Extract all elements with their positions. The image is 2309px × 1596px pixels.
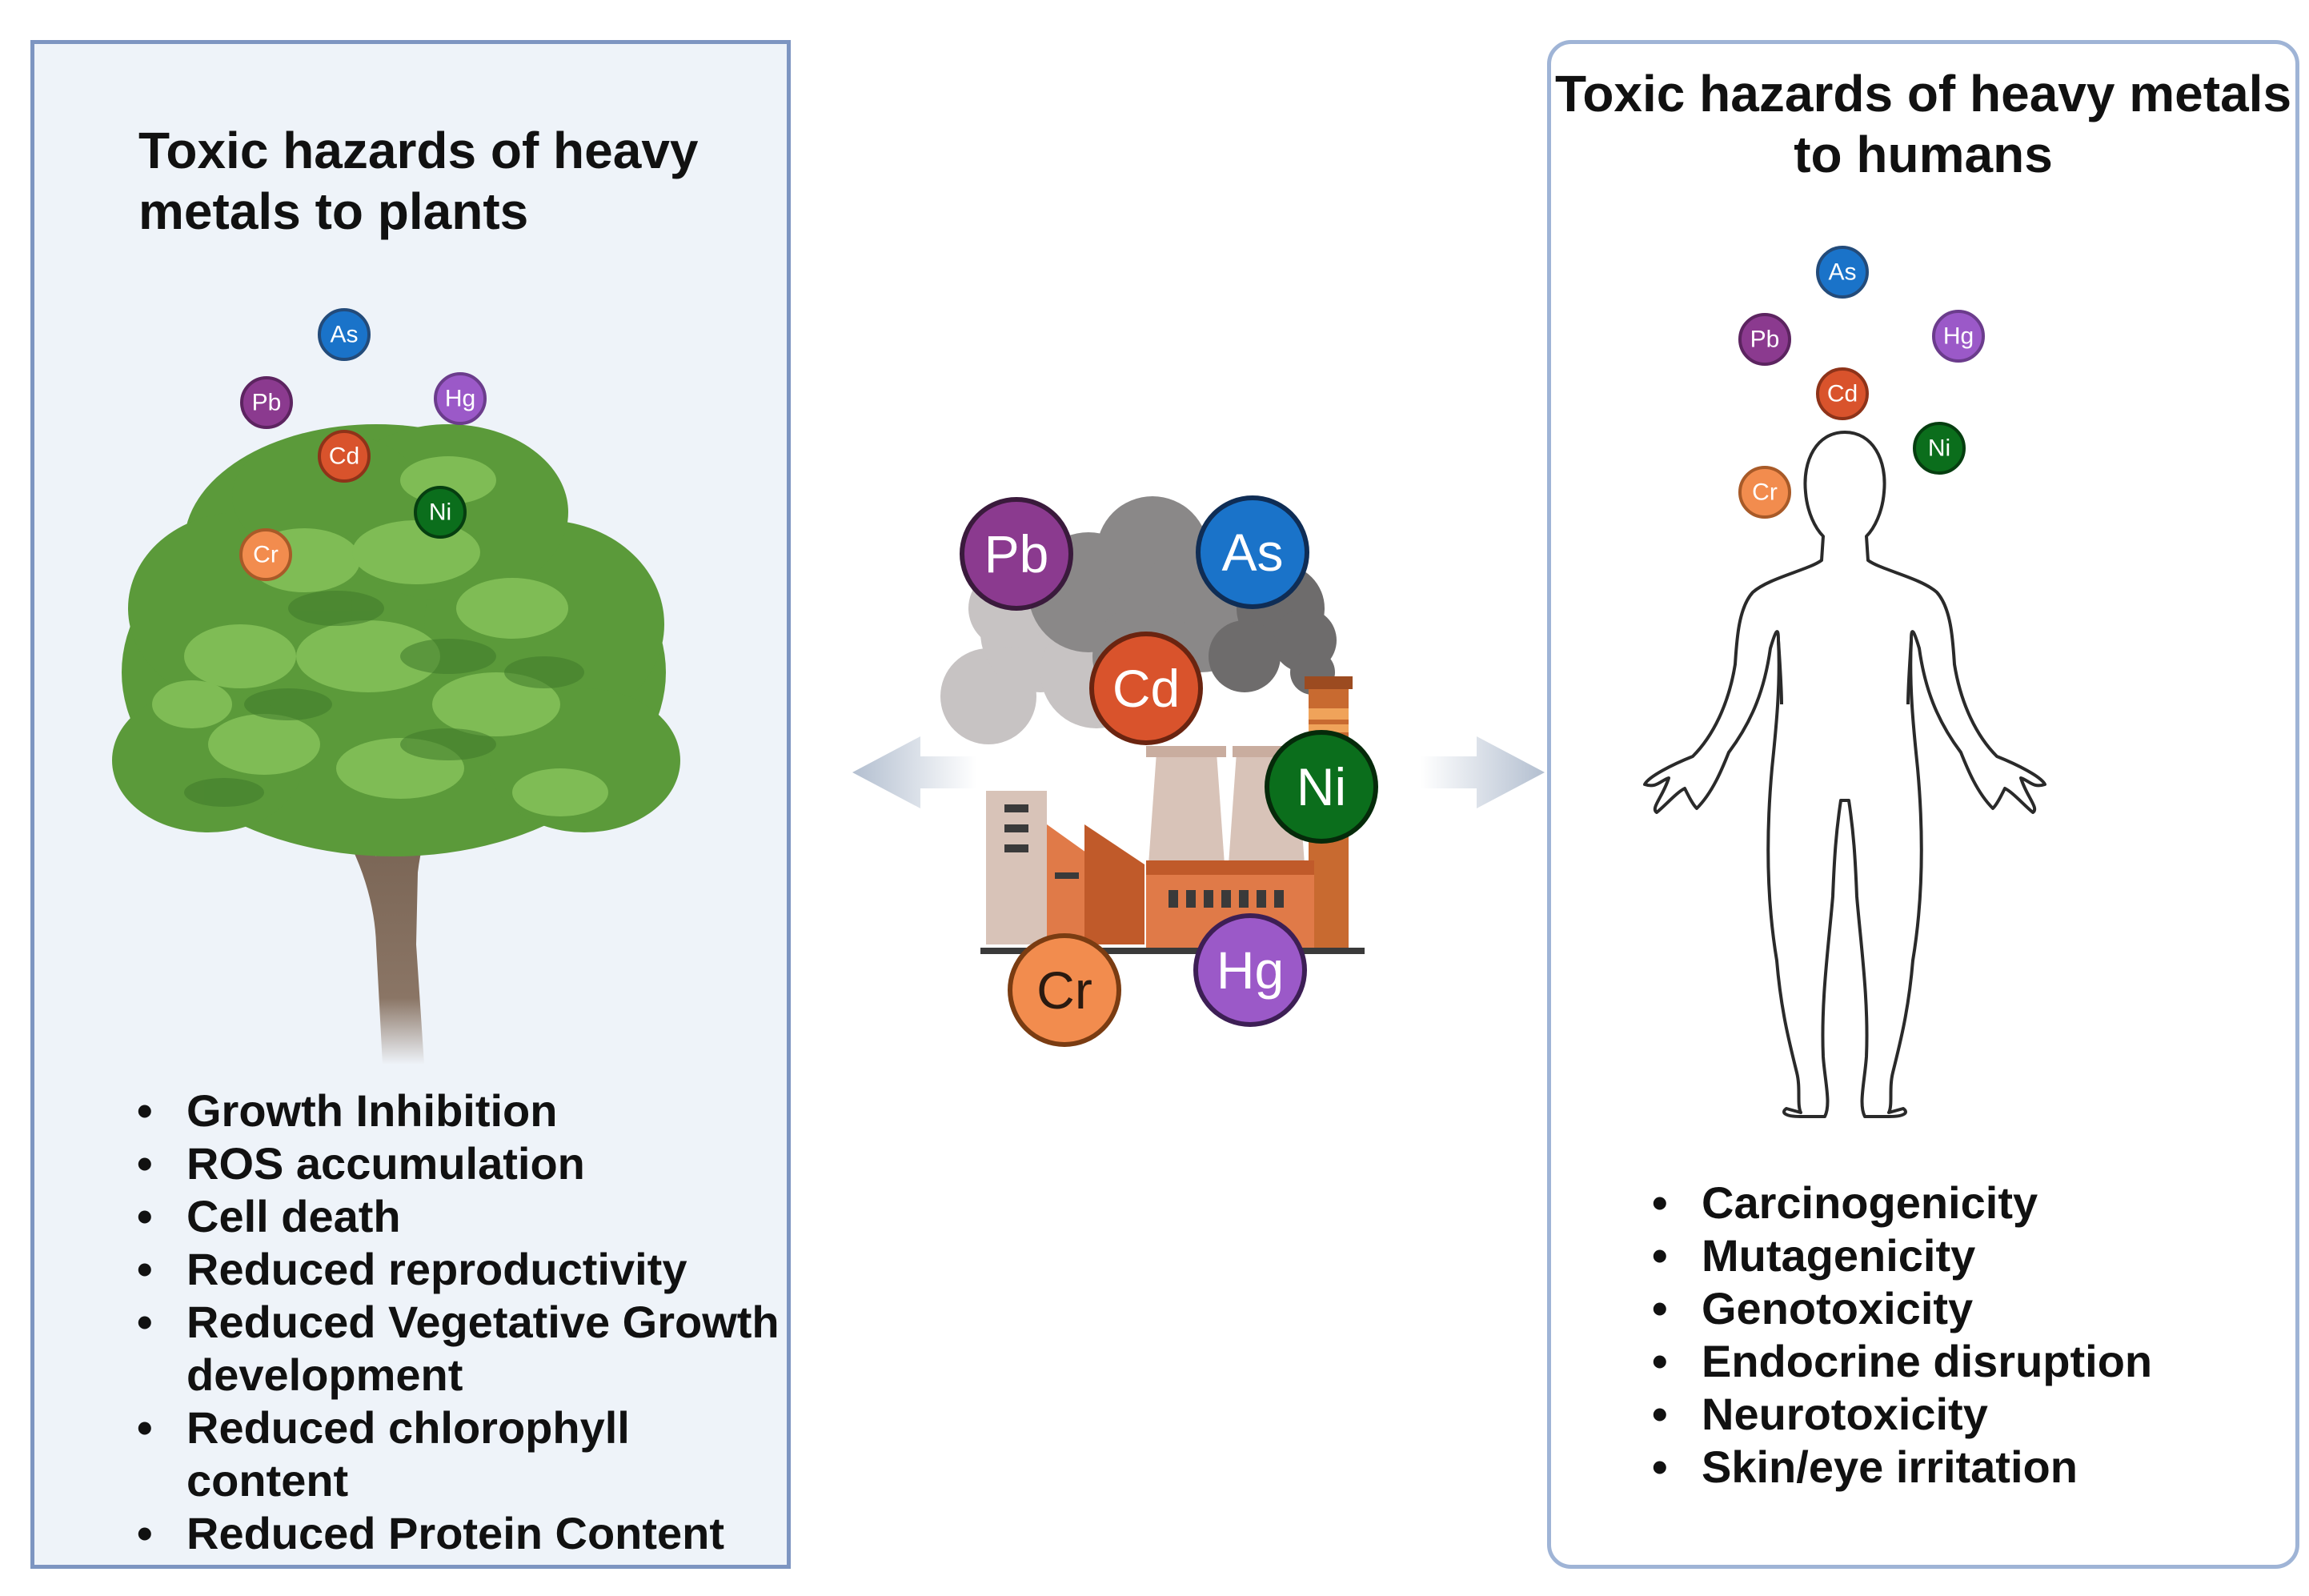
human-badge-pb: Pb [1738,313,1791,366]
factory-label-pb: Pb [984,524,1049,583]
metal-label-cr: Cr [253,542,279,568]
factory-label-ni: Ni [1297,757,1346,816]
human-label-as: As [1828,259,1856,286]
arrow-right-icon [1421,736,1545,808]
human-label-pb: Pb [1750,327,1780,353]
factory-label-cr: Cr [1036,960,1092,1020]
plants-panel: Toxic hazards of heavy metals to plants … [30,40,791,1569]
humans-effect-item: Mutagenicity [1652,1229,2276,1282]
plants-effect-item: ROS accumulation [137,1137,785,1190]
humans-effect-item: Carcinogenicity [1652,1177,2276,1229]
factory-badge-as: As [1196,495,1309,609]
plants-effects-list: Growth Inhibition ROS accumulation Cell … [137,1085,785,1560]
plants-effect-item: Cell death [137,1190,785,1243]
metal-label-cd: Cd [329,443,359,470]
plants-effect-item: Reduced reproductivity [137,1243,785,1296]
factory-badge-cd: Cd [1089,632,1203,745]
human-badge-as: As [1816,246,1869,299]
factory-badge-ni: Ni [1265,730,1378,844]
metal-badge-cd: Cd [318,430,371,483]
human-badge-hg: Hg [1932,310,1985,363]
human-label-cr: Cr [1752,479,1778,506]
humans-effects-list: Carcinogenicity Mutagenicity Genotoxicit… [1652,1177,2276,1494]
humans-panel: Toxic hazards of heavy metals to humans … [1547,40,2299,1569]
plants-effect-item: Reduced Vegetative Growth development [137,1296,785,1402]
factory-badge-hg: Hg [1193,913,1307,1027]
human-badge-cd: Cd [1816,367,1869,420]
humans-panel-title: Toxic hazards of heavy metals to humans [1554,65,2292,183]
metal-badge-ni: Ni [414,486,467,539]
metal-label-as: As [330,322,358,348]
human-label-hg: Hg [1943,323,1974,350]
humans-effect-item: Endocrine disruption [1652,1335,2276,1388]
factory-label-hg: Hg [1217,940,1284,1000]
metal-label-hg: Hg [445,386,475,412]
plants-effect-item: Reduced Protein Content [137,1507,785,1560]
human-badge-cr: Cr [1738,466,1791,519]
plants-effect-item: Reduced chlorophyll content [137,1402,785,1507]
metal-badge-pb: Pb [240,376,293,429]
metal-badge-cr: Cr [239,528,292,581]
human-label-ni: Ni [1928,435,1950,462]
humans-effect-item: Neurotoxicity [1652,1388,2276,1441]
metal-badge-hg: Hg [434,372,487,425]
metal-label-pb: Pb [252,390,282,416]
plants-panel-title: Toxic hazards of heavy metals to plants [138,122,699,240]
plants-effect-item: Growth Inhibition [137,1085,785,1137]
tree-icon [112,424,680,1065]
human-silhouette-icon [1643,431,2046,1118]
factory-badge-cr: Cr [1008,933,1121,1047]
factory-label-cd: Cd [1112,659,1180,718]
humans-effect-item: Skin/eye irritation [1652,1441,2276,1494]
factory-label-as: As [1221,523,1283,582]
arrow-left-icon [852,736,976,808]
factory-badge-pb: Pb [960,497,1073,611]
human-badge-ni: Ni [1913,422,1966,475]
humans-effect-item: Genotoxicity [1652,1282,2276,1335]
metal-badge-as: As [318,308,371,361]
human-label-cd: Cd [1827,381,1858,407]
metal-label-ni: Ni [429,499,451,526]
